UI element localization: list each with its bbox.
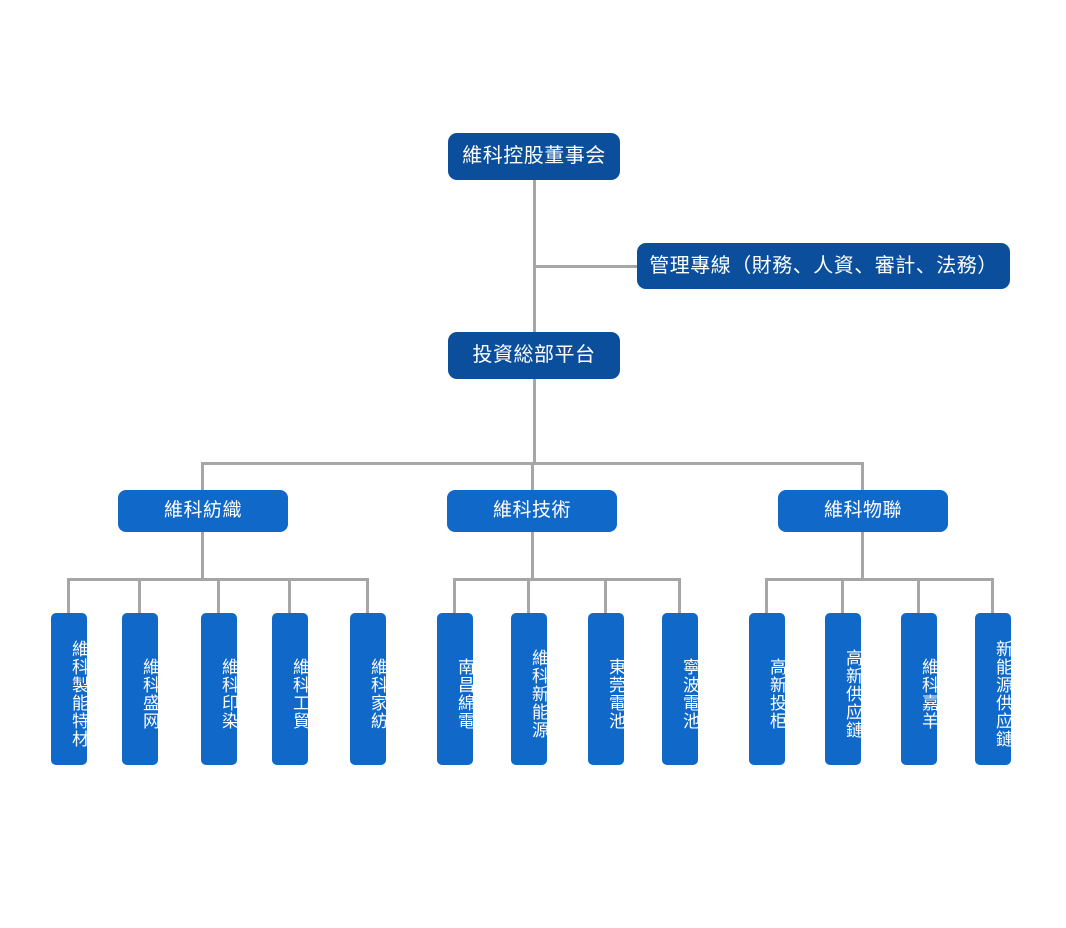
node-division-iot[interactable]: 維科物聯 [778,490,948,532]
connector-stem-iot [861,532,864,578]
node-subsidiary-tech-1[interactable]: 南昌綿電 [437,613,474,765]
connector-drop-textile-2 [138,578,141,613]
connector-drop-iot-4 [991,578,994,613]
node-board-of-directors[interactable]: 維科控股董事会 [448,133,620,180]
node-investment-headquarters-platform[interactable]: 投資総部平台 [448,332,620,379]
node-subsidiary-textile-4[interactable]: 維科工貿 [272,613,309,765]
connector-drop-division-technology [531,462,534,490]
connector-stem-textile [201,532,204,578]
connector-platform-to-divisions [533,379,536,464]
connector-stem-technology [531,532,534,578]
node-subsidiary-iot-3[interactable]: 維科嘉羊 [901,613,938,765]
connector-drop-textile-1 [67,578,70,613]
node-subsidiary-tech-4[interactable]: 寧波電池 [662,613,699,765]
node-subsidiary-iot-4[interactable]: 新能源供应鏈 [975,613,1012,765]
connector-drop-tech-4 [678,578,681,613]
node-subsidiary-textile-3[interactable]: 維科印染 [201,613,238,765]
connector-bus-iot [765,578,994,581]
node-subsidiary-tech-3[interactable]: 東莞電池 [588,613,625,765]
node-division-technology[interactable]: 維科技術 [447,490,617,532]
node-management-line[interactable]: 管理專線（財務、人資、審計、法務） [637,243,1010,289]
connector-drop-tech-1 [453,578,456,613]
connector-bus-technology [453,578,681,581]
connector-drop-textile-4 [288,578,291,613]
node-subsidiary-tech-2[interactable]: 維科新能源 [511,613,548,765]
connector-board-to-platform [533,180,536,332]
node-subsidiary-textile-5[interactable]: 維科家紡 [350,613,387,765]
connector-drop-division-iot [861,462,864,490]
node-subsidiary-iot-1[interactable]: 高新投柜 [749,613,786,765]
connector-drop-textile-3 [217,578,220,613]
connector-drop-tech-2 [527,578,530,613]
connector-drop-division-textile [201,462,204,490]
node-subsidiary-iot-2[interactable]: 高新供应鏈 [825,613,862,765]
connector-staff-line-management [533,265,639,268]
node-subsidiary-textile-2[interactable]: 維科盛网 [122,613,159,765]
connector-drop-tech-3 [604,578,607,613]
connector-drop-textile-5 [366,578,369,613]
node-subsidiary-textile-1[interactable]: 維科製能特材 [51,613,88,765]
connector-drop-iot-3 [917,578,920,613]
node-division-textile[interactable]: 維科紡織 [118,490,288,532]
connector-drop-iot-2 [841,578,844,613]
connector-drop-iot-1 [765,578,768,613]
